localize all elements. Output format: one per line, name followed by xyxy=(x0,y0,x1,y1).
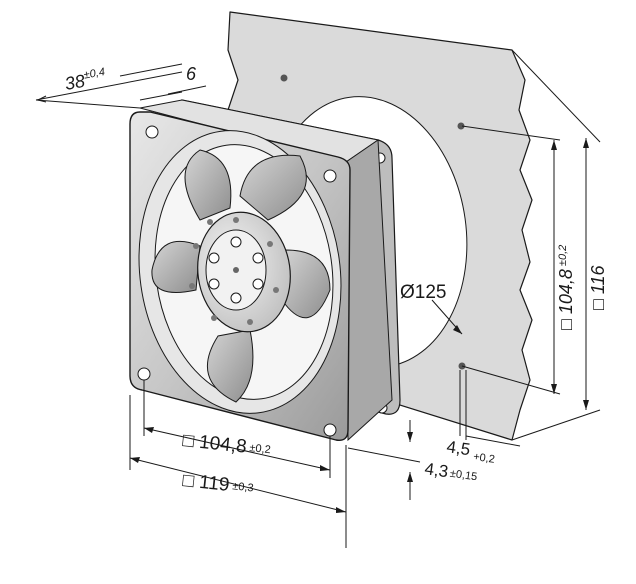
frame-corner-holes xyxy=(137,125,337,437)
hole-dia-panel-label: 4,5+0,2 xyxy=(445,437,497,466)
fan-body xyxy=(139,99,393,442)
frame-size-label: □ 119±0,3 xyxy=(181,470,254,498)
depth-label: 38±0,4 xyxy=(63,66,107,94)
hole-pitch-panel-label: □ 104,8±0,2 xyxy=(556,245,576,330)
panel-hole-icon xyxy=(280,74,288,82)
hole-pitch-front-label: □ 104,8±0,2 xyxy=(181,430,271,460)
fan-hub xyxy=(189,211,291,333)
dimension-labels: 38±0,4 6 Ø125 □ 104,8±0,2 □ 119±0,3 □ 10… xyxy=(63,64,608,498)
panel-square-label: □ 116 xyxy=(588,264,608,310)
fan-blades xyxy=(151,149,331,403)
flange-label: 6 xyxy=(186,64,197,84)
corner-hole-icon xyxy=(145,125,159,139)
arrowheads xyxy=(130,138,589,513)
dimension-lines xyxy=(35,49,601,548)
hole-dia-fan-label: 4,3±0,15 xyxy=(423,459,478,485)
corner-hole-icon xyxy=(323,169,337,183)
diameter-label: Ø125 xyxy=(400,282,446,303)
corner-hole-icon xyxy=(323,423,337,437)
panel-hole-icon xyxy=(457,122,465,130)
fan-front-frame xyxy=(129,111,351,441)
corner-hole-icon xyxy=(137,367,151,381)
